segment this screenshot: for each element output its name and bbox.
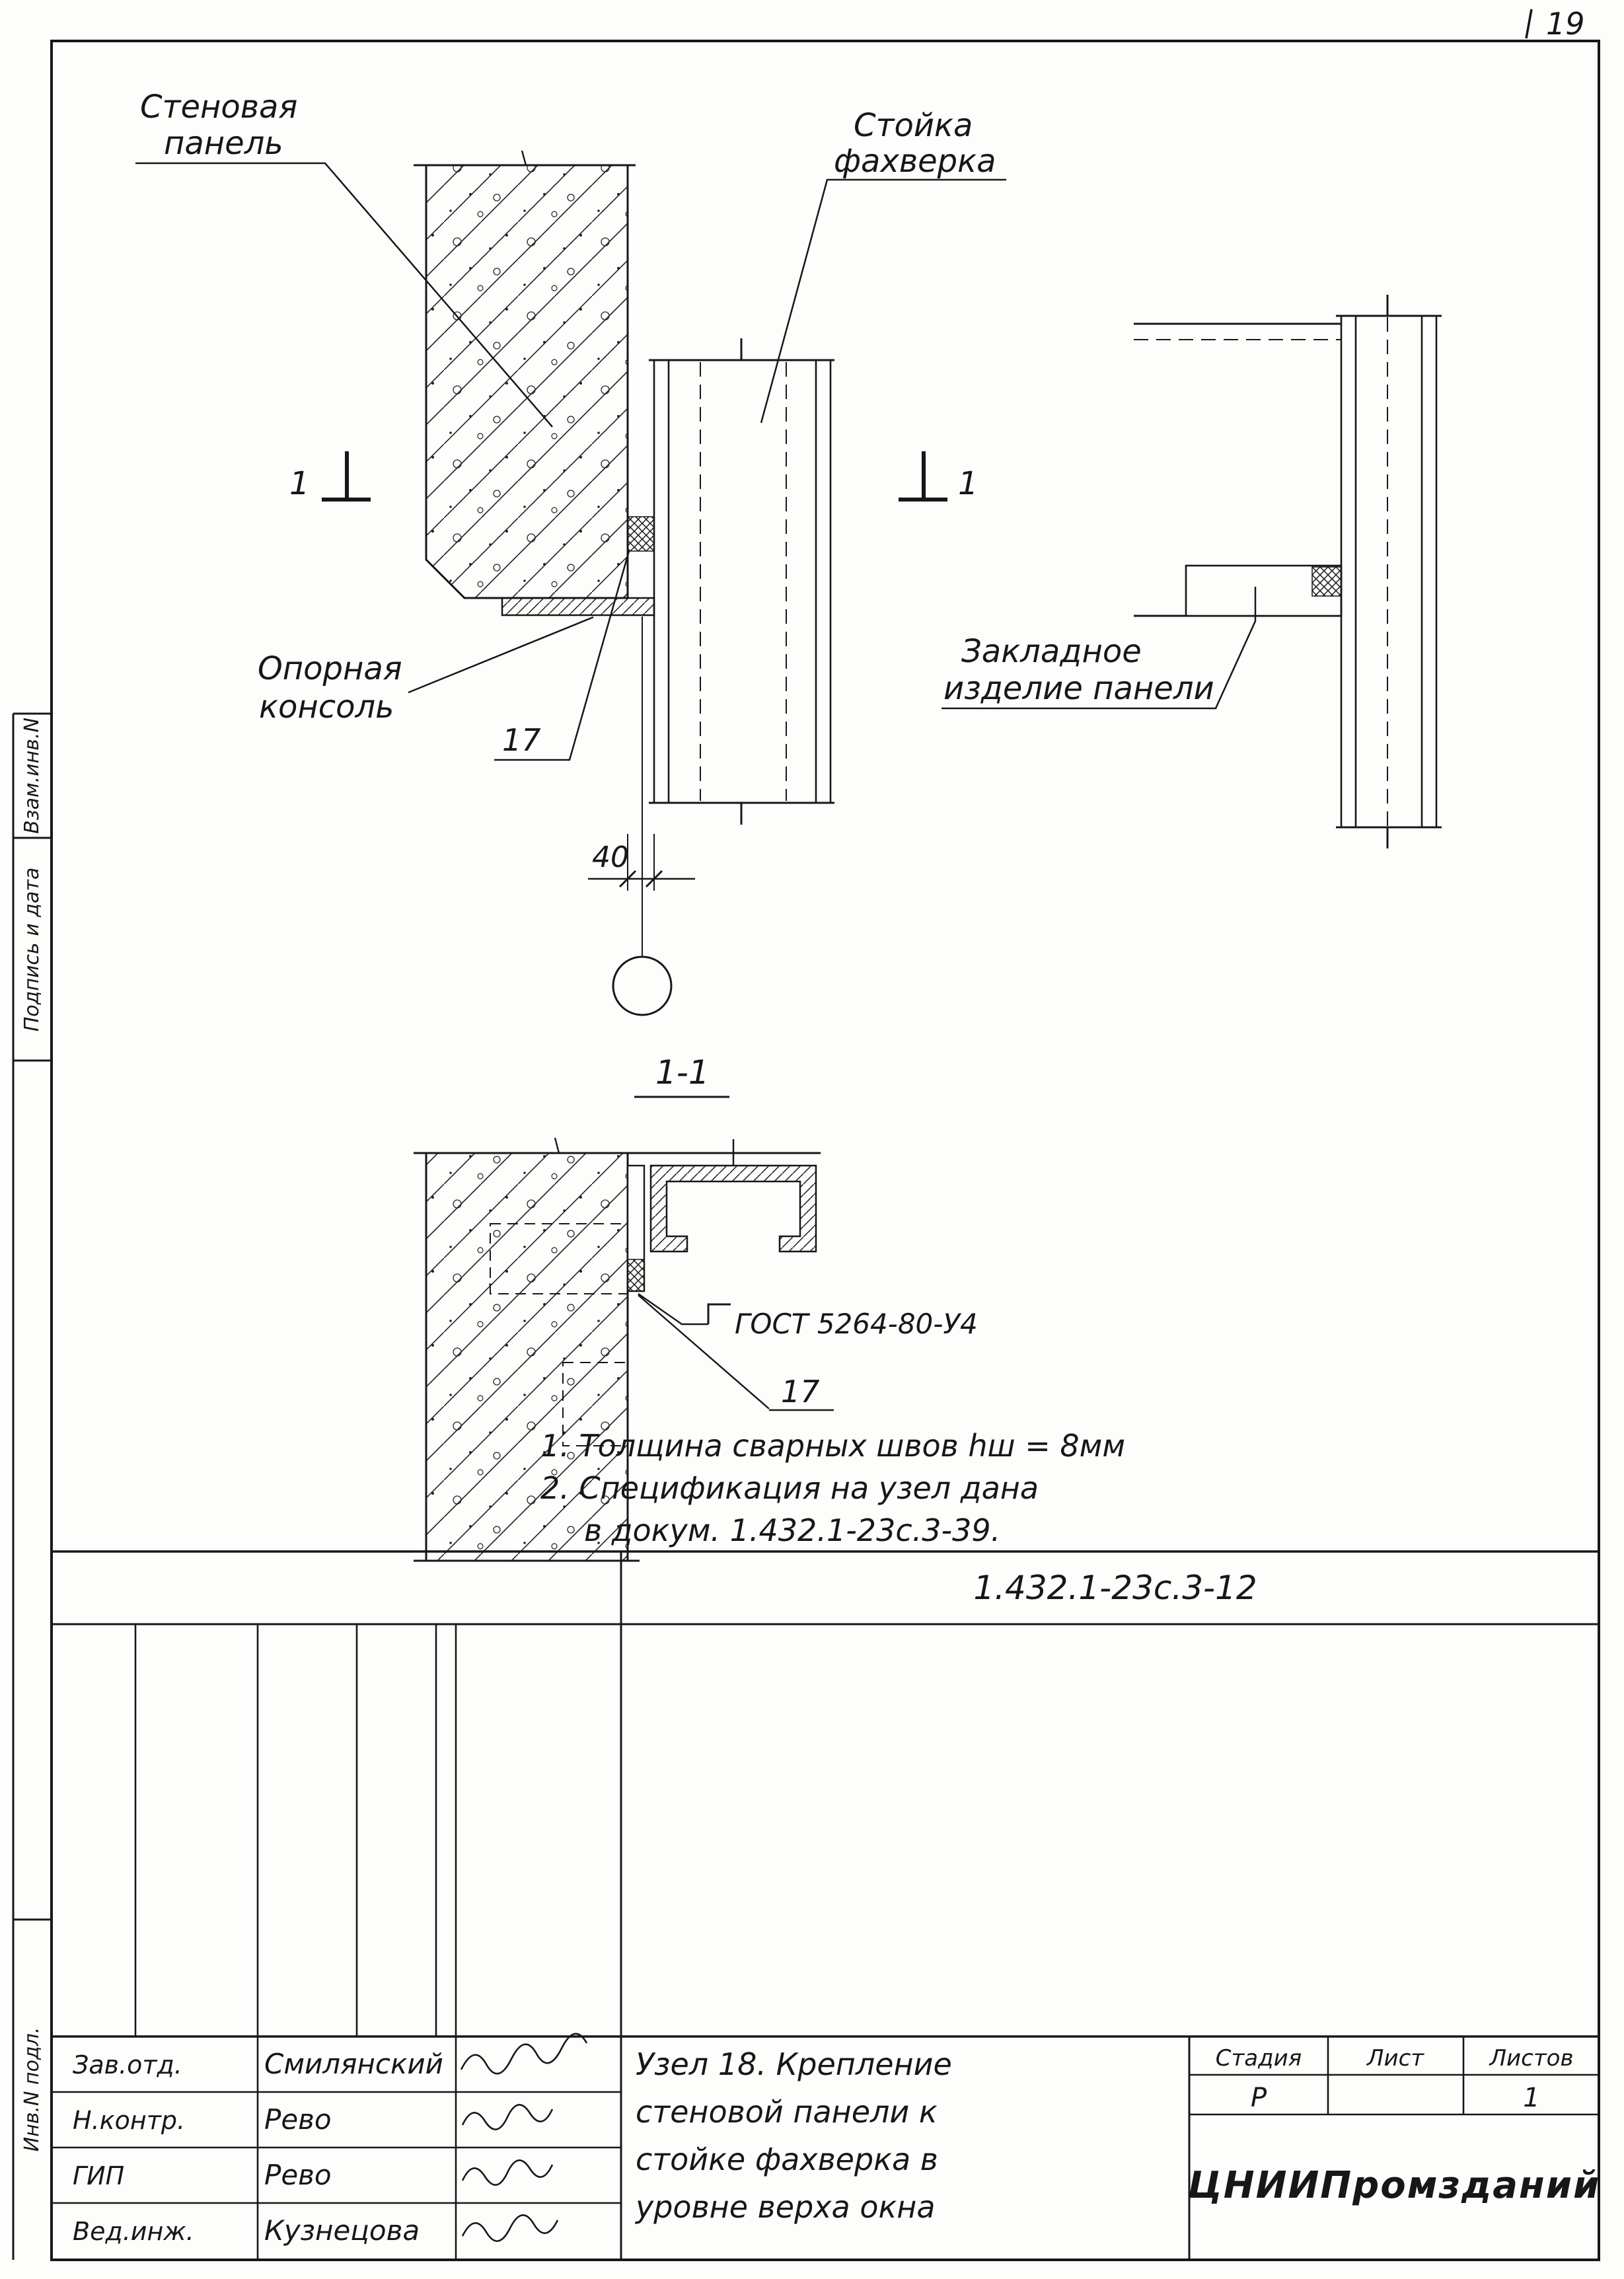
section-mark-right: 1 xyxy=(958,465,978,502)
section-view-1-1: 1-1 ГОСТ 5264-80-У4 17 xyxy=(414,1053,978,1562)
hidden-anchor-2 xyxy=(562,1362,628,1446)
label-embedded-2: изделие панели xyxy=(943,670,1214,707)
stage-header: Стадия xyxy=(1216,2045,1302,2072)
label-console-1: Опорная xyxy=(258,650,402,687)
left-margin-column: Взам.инв.N Подпись и дата Инв.N подл. xyxy=(12,712,52,2260)
sig-name-3: Рево xyxy=(264,2159,332,2191)
sheet-frame xyxy=(50,40,1600,2261)
callout-17-section-text: 17 xyxy=(781,1374,820,1409)
label-wall-panel-2: панель xyxy=(164,125,283,162)
support-console xyxy=(501,597,655,616)
edge-plate-weld xyxy=(627,1259,645,1292)
signature-4 xyxy=(461,2214,559,2242)
title-line-1: Узел 18. Крепление xyxy=(636,2046,952,2082)
margin-label-vzam: Взам.инв.N xyxy=(20,718,44,834)
embedded-weld xyxy=(1311,566,1342,597)
signature-2 xyxy=(461,2104,554,2130)
sig-role-3: ГИП xyxy=(73,2161,124,2190)
wall-panel-section xyxy=(425,164,629,599)
sheets-header: Листов xyxy=(1488,2045,1573,2072)
section-mark-left: 1 xyxy=(289,465,310,502)
callout-17-section: 17 xyxy=(638,1294,834,1411)
sig-name-1: Смилянский xyxy=(264,2048,443,2080)
dimension-40: 40 xyxy=(588,616,695,1016)
page-number: 19 xyxy=(1546,6,1585,42)
joint-seal xyxy=(627,516,655,552)
label-embedded: Закладное изделие панели xyxy=(941,587,1257,710)
post-channel-section xyxy=(649,1164,817,1253)
note-line-2: 2. Спецификация на узел дана xyxy=(540,1470,1039,1506)
label-wall-panel: Стеновая панель xyxy=(135,89,553,428)
dim-40-text: 40 xyxy=(592,841,629,874)
note-line-1: 1. Толщина сварных швов hш = 8мм xyxy=(540,1428,1125,1464)
sig-role-4: Вед.инж. xyxy=(73,2217,194,2246)
label-post: Стойка фахверка xyxy=(760,107,1006,424)
label-console-2: консоль xyxy=(259,689,394,726)
callout-17-text: 17 xyxy=(502,722,541,758)
sig-role-2: Н.контр. xyxy=(73,2106,185,2135)
sig-role-1: Зав.отд. xyxy=(73,2050,182,2079)
margin-label-podpis: Подпись и дата xyxy=(20,868,44,1032)
label-wall-panel-1: Стеновая xyxy=(140,89,297,126)
section-cut-marks: 1 1 xyxy=(289,451,978,502)
fachwerk-post xyxy=(649,338,834,825)
view-panel-to-post: 1 1 Стеновая панель Стойка фахверка Опор… xyxy=(135,89,1006,1016)
organization-name: ЦНИИПромзданий xyxy=(1188,2164,1600,2207)
hidden-anchor-1 xyxy=(490,1223,628,1294)
sig-name-2: Рево xyxy=(264,2103,332,2136)
label-post-2: фахверка xyxy=(834,143,996,180)
signature-rows: Зав.отд. Смилянский Н.контр. Рево ГИП Ре… xyxy=(73,2033,588,2247)
title-line-2: стеновой панели к xyxy=(636,2094,938,2130)
page-number-block: 19 xyxy=(1525,6,1585,42)
fachwerk-post-right xyxy=(1336,295,1442,848)
doc-number: 1.432.1-23с.3-12 xyxy=(973,1569,1257,1607)
stage-value: Р xyxy=(1251,2083,1267,2113)
notes-block: 1. Толщина сварных швов hш = 8мм 2. Спец… xyxy=(540,1428,1125,1548)
section-title: 1-1 xyxy=(655,1053,710,1092)
title-line-3: стойке фахверка в xyxy=(636,2142,938,2177)
sheet-header: Лист xyxy=(1366,2045,1424,2072)
label-post-1: Стойка xyxy=(854,107,973,144)
node-bubble xyxy=(612,955,673,1016)
label-embedded-1: Закладное xyxy=(961,633,1142,670)
label-console: Опорная консоль xyxy=(258,616,594,726)
title-block: 1.432.1-23с.3-12 Узел 18. Крепление стен… xyxy=(52,1550,1600,2260)
note-line-3: в докум. 1.432.1-23с.3-39. xyxy=(584,1513,1000,1548)
sheets-value: 1 xyxy=(1523,2083,1539,2113)
signature-1 xyxy=(460,2033,588,2075)
signature-3 xyxy=(461,2159,554,2186)
callout-17-plan: 17 xyxy=(494,550,630,761)
margin-label-inv: Инв.N подл. xyxy=(20,2027,44,2152)
view-embedded-item: Закладное изделие панели xyxy=(941,295,1442,848)
weld-spec-text: ГОСТ 5264-80-У4 xyxy=(735,1308,978,1340)
sig-name-4: Кузнецова xyxy=(264,2214,420,2247)
weld-callout: ГОСТ 5264-80-У4 xyxy=(638,1293,978,1340)
title-line-4: уровне верха окна xyxy=(634,2189,936,2225)
